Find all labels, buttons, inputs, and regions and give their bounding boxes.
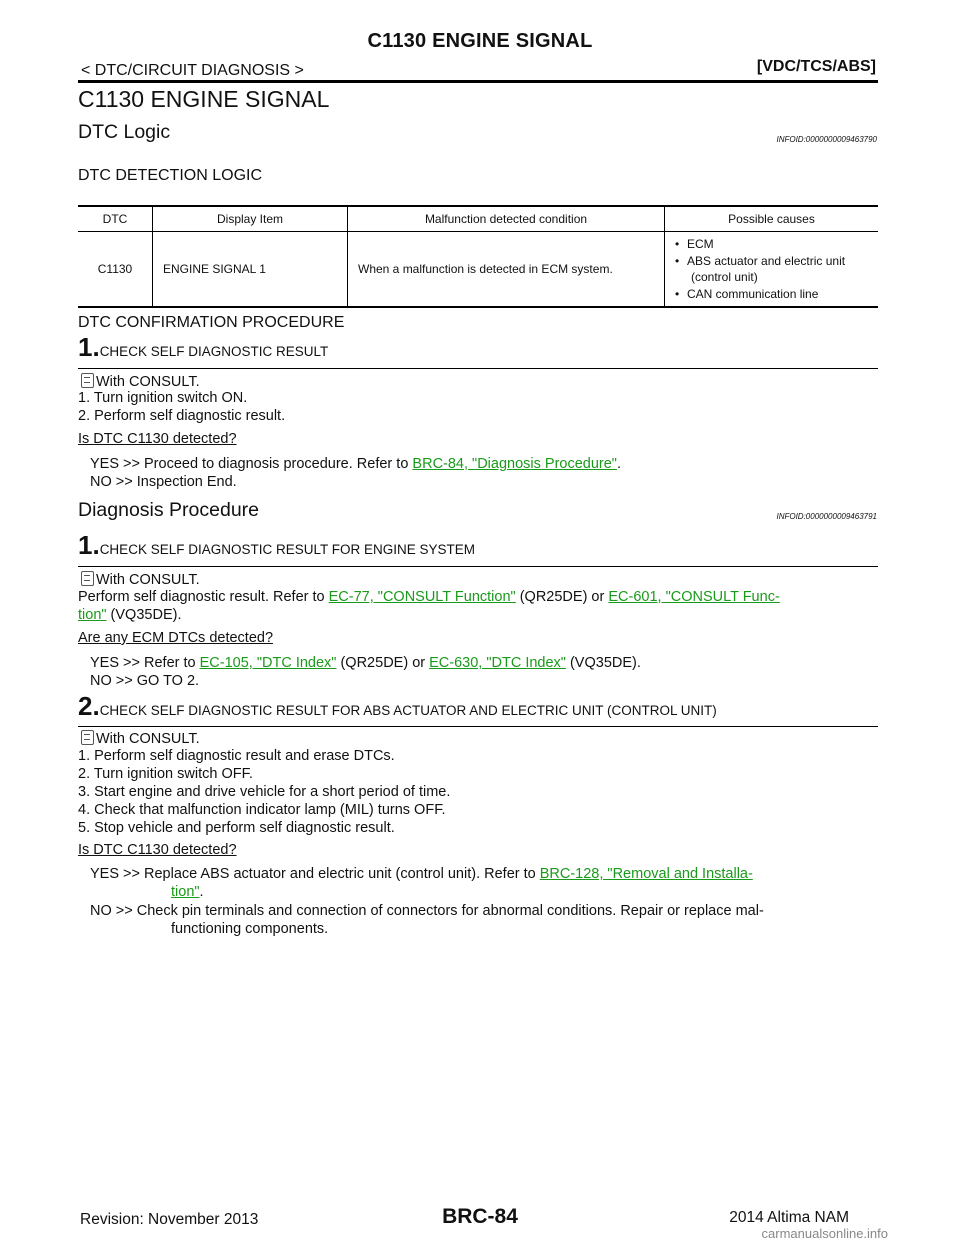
consult-line: With CONSULT.: [81, 730, 200, 748]
yes-line: YES >> Refer to EC-105, "DTC Index" (QR2…: [90, 655, 641, 671]
link-ec-601[interactable]: EC-601, "CONSULT Func-: [608, 589, 780, 605]
step-rule: [78, 566, 878, 567]
col-causes: Possible causes: [664, 205, 878, 232]
procedure-item: 1. Perform self diagnostic result and er…: [78, 748, 395, 764]
cell-condition: When a malfunction is detected in ECM sy…: [347, 231, 665, 308]
link-ec-630[interactable]: EC-630, "DTC Index": [429, 655, 566, 671]
no-line: NO >> Inspection End.: [90, 474, 237, 490]
infoid-diagnosis: INFOID:0000000009463791: [776, 512, 877, 521]
consult-line: With CONSULT.: [81, 373, 200, 391]
step-heading: 1.CHECK SELF DIAGNOSTIC RESULT: [78, 332, 329, 362]
question: Is DTC C1130 detected?: [78, 431, 237, 447]
instruction-line: Perform self diagnostic result. Refer to…: [78, 589, 780, 605]
yes-line: YES >> Replace ABS actuator and electric…: [90, 866, 753, 882]
cell-dtc: C1130: [78, 231, 153, 308]
no-line: NO >> Check pin terminals and connection…: [90, 903, 764, 919]
cell-display-item: ENGINE SIGNAL 1: [152, 231, 348, 308]
yes-line: YES >> Proceed to diagnosis procedure. R…: [90, 456, 621, 472]
consult-line: With CONSULT.: [81, 571, 200, 589]
col-dtc: DTC: [78, 205, 153, 232]
header-rule: [78, 80, 878, 83]
consult-icon: [81, 730, 94, 745]
consult-icon: [81, 571, 94, 586]
no-line-cont: functioning components.: [171, 921, 329, 937]
diagnosis-heading: Diagnosis Procedure: [78, 499, 260, 521]
procedure-item: 4. Check that malfunction indicator lamp…: [78, 802, 446, 818]
link-brc-128[interactable]: BRC-128, "Removal and Installa-: [539, 866, 753, 882]
procedure-item: 2. Perform self diagnostic result.: [78, 408, 286, 424]
consult-icon: [81, 373, 94, 388]
infoid-dtc-logic: INFOID:0000000009463790: [776, 135, 877, 144]
step-heading: 1.CHECK SELF DIAGNOSTIC RESULT FOR ENGIN…: [78, 530, 475, 560]
table-row: C1130 ENGINE SIGNAL 1 When a malfunction…: [78, 231, 878, 308]
link-ec-77[interactable]: EC-77, "CONSULT Function": [328, 589, 516, 605]
yes-line-cont: tion".: [171, 884, 204, 900]
page-title: C1130 ENGINE SIGNAL: [78, 86, 330, 112]
instruction-line-cont: tion" (VQ35DE).: [78, 607, 182, 623]
system-label: [VDC/TCS/ABS]: [756, 58, 876, 75]
causes-list: ECM ABS actuator and electric unit(contr…: [671, 236, 872, 302]
list-item: ABS actuator and electric unit(control u…: [675, 253, 872, 286]
procedure-item: 1. Turn ignition switch ON.: [78, 390, 248, 406]
watermark: carmanualsonline.info: [761, 1226, 888, 1241]
procedure-item: 5. Stop vehicle and perform self diagnos…: [78, 820, 395, 836]
question: Is DTC C1130 detected?: [78, 842, 237, 858]
running-title: C1130 ENGINE SIGNAL: [367, 30, 593, 52]
dtc-detection-heading: DTC DETECTION LOGIC: [78, 167, 263, 184]
model-label: 2014 Altima NAM: [729, 1209, 849, 1226]
link-ec-105[interactable]: EC-105, "DTC Index": [199, 655, 337, 671]
procedure-item: 2. Turn ignition switch OFF.: [78, 766, 253, 782]
cell-causes: ECM ABS actuator and electric unit(contr…: [664, 231, 878, 308]
step-heading: 2.CHECK SELF DIAGNOSTIC RESULT FOR ABS A…: [78, 691, 717, 721]
link-ec-601-cont[interactable]: tion": [78, 607, 107, 623]
col-display-item: Display Item: [152, 205, 348, 232]
col-condition: Malfunction detected condition: [347, 205, 665, 232]
dtc-logic-heading: DTC Logic: [78, 121, 171, 143]
step-rule: [78, 726, 878, 727]
no-line: NO >> GO TO 2.: [90, 673, 200, 689]
list-item: CAN communication line: [675, 286, 872, 303]
list-item: ECM: [675, 236, 872, 253]
page-number: BRC-84: [442, 1205, 518, 1228]
section-label: < DTC/CIRCUIT DIAGNOSIS >: [81, 62, 304, 79]
link-brc-128-cont[interactable]: tion": [171, 884, 200, 900]
table-header-row: DTC Display Item Malfunction detected co…: [78, 205, 878, 232]
step-rule: [78, 368, 878, 369]
procedure-item: 3. Start engine and drive vehicle for a …: [78, 784, 451, 800]
revision-date: Revision: November 2013: [80, 1211, 259, 1228]
dtc-confirmation-heading: DTC CONFIRMATION PROCEDURE: [78, 314, 345, 331]
question: Are any ECM DTCs detected?: [78, 630, 274, 646]
dtc-table: DTC Display Item Malfunction detected co…: [78, 205, 878, 308]
link-brc-84[interactable]: BRC-84, "Diagnosis Procedure": [412, 456, 617, 472]
